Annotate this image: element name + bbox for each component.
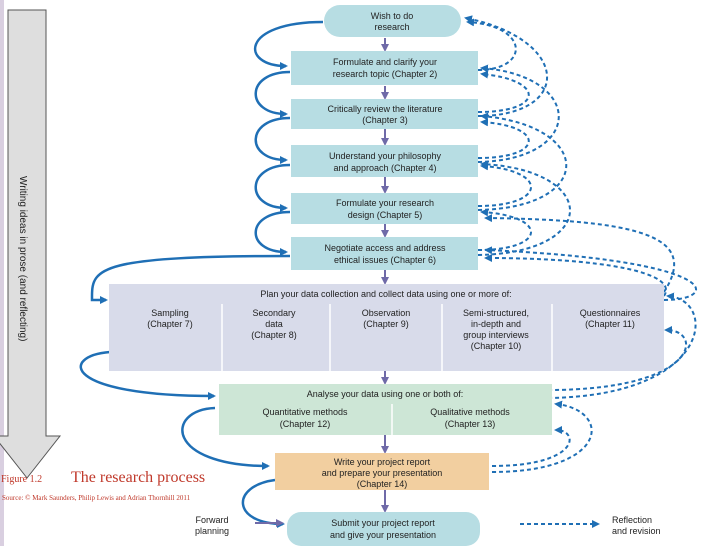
box-design: [291, 193, 478, 224]
plan-item-text: (Chapter 9): [363, 319, 409, 329]
plan-item-text: Secondary: [252, 308, 296, 318]
quant-line-2: (Chapter 12): [280, 419, 331, 429]
plan-item-text: in-depth and: [471, 319, 521, 329]
plan-item-text: Sampling: [151, 308, 189, 318]
philosophy-line-2: and approach (Chapter 4): [333, 163, 436, 173]
plan-item-text: (Chapter 7): [147, 319, 193, 329]
submit-line-1: Submit your project report: [331, 518, 435, 528]
plan-item-text: group interviews: [463, 330, 529, 340]
design-line-2: design (Chapter 5): [348, 210, 423, 220]
legend-forward-line-1: Forward: [195, 515, 228, 525]
plan-item-text: Questionnaires: [580, 308, 641, 318]
qual-line-2: (Chapter 13): [445, 419, 496, 429]
write-line-1: Write your project report: [334, 457, 431, 467]
plan-items: Sampling(Chapter 7)Secondarydata(Chapter…: [147, 308, 641, 351]
quant-line-1: Quantitative methods: [262, 407, 348, 417]
access-line-1: Negotiate access and address: [324, 243, 446, 253]
writing-ideas-arrow: [0, 9, 62, 479]
figure-title: The research process: [71, 469, 206, 486]
reflection-revision-loops: [464, 15, 697, 473]
formulate-topic-line-1: Formulate and clarify your: [333, 57, 437, 67]
formulate-topic-line-2: research topic (Chapter 2): [333, 69, 438, 79]
submit-line-2: and give your presentation: [330, 530, 436, 540]
legend-reflection-line-2: and revision: [612, 526, 661, 536]
figure-number: Figure 1.2: [1, 474, 43, 485]
review-line-1: Critically review the literature: [327, 104, 442, 114]
box-plan: [109, 284, 664, 371]
box-formulate-topic: [291, 51, 478, 85]
analyse-header: Analyse your data using one or both of:: [307, 389, 464, 399]
qual-line-1: Qualitative methods: [430, 407, 510, 417]
wish-text-2: research: [374, 22, 409, 32]
plan-item-text: data: [265, 319, 283, 329]
box-analyse: [219, 384, 552, 435]
write-line-2: and prepare your presentation: [322, 468, 443, 478]
box-submit: [287, 512, 480, 546]
box-review: [291, 99, 478, 129]
plan-item-text: Semi-structured,: [463, 308, 529, 318]
philosophy-line-1: Understand your philosophy: [329, 151, 442, 161]
legend-forward-line-2: planning: [195, 526, 229, 536]
access-line-2: ethical issues (Chapter 6): [334, 255, 436, 265]
plan-item-text: (Chapter 10): [471, 341, 522, 351]
side-label: Writing ideas in prose (and reflecting): [17, 176, 28, 341]
forward-planning-loops: [79, 20, 324, 528]
box-philosophy: [291, 145, 478, 177]
page-edge-shade: [0, 0, 4, 546]
wish-text-1: Wish to do: [371, 11, 414, 21]
box-access: [291, 237, 478, 270]
review-line-2: (Chapter 3): [362, 115, 408, 125]
legend-reflection-line-1: Reflection: [612, 515, 652, 525]
write-line-3: (Chapter 14): [357, 479, 408, 489]
design-line-1: Formulate your research: [336, 198, 434, 208]
plan-item-text: (Chapter 11): [585, 319, 635, 329]
figure-source: Source: © Mark Saunders, Philip Lewis an…: [2, 494, 191, 502]
box-wish: [324, 5, 461, 37]
plan-header: Plan your data collection and collect da…: [260, 289, 511, 299]
plan-item-text: Observation: [362, 308, 411, 318]
plan-item-text: (Chapter 8): [251, 330, 297, 340]
box-write: [275, 453, 489, 490]
